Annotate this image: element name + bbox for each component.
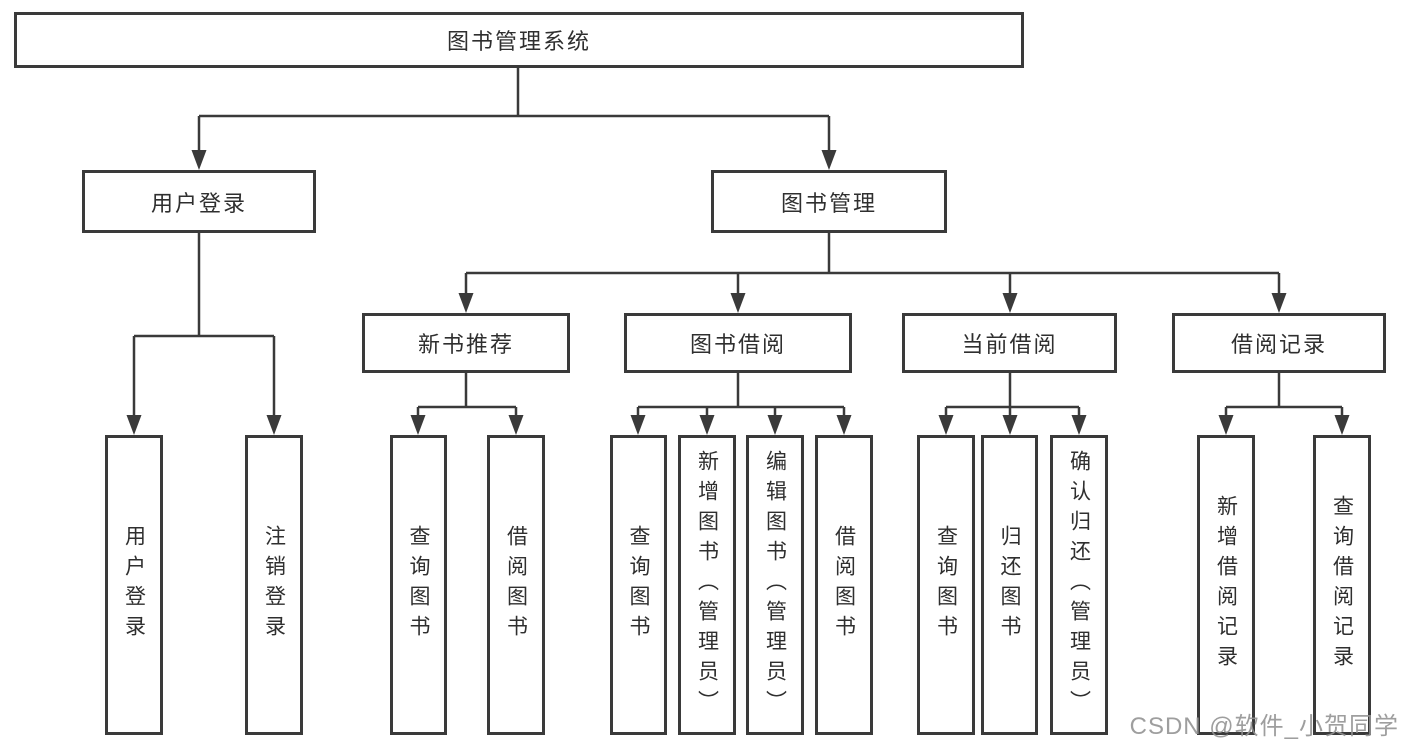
node-new-book-recommend: 新书推荐 — [362, 313, 570, 373]
node-book-borrow: 图书借阅 — [624, 313, 852, 373]
leaf-label: 借阅图书 — [832, 525, 856, 645]
connector-book-management-to-level3 — [458, 233, 1287, 313]
leaf-label: 编辑图书（管理员） — [763, 450, 787, 720]
leaf-label: 查询图书 — [934, 525, 958, 645]
connector-new-book-recommend-to-leaves — [410, 373, 524, 435]
leaf-edit-books-admin: 编辑图书（管理员） — [746, 435, 804, 735]
node-library-management-system: 图书管理系统 — [14, 12, 1024, 68]
connector-borrow-records-to-leaves — [1218, 373, 1350, 435]
node-user-login: 用户登录 — [82, 170, 316, 233]
leaf-borrow-books: 借阅图书 — [815, 435, 873, 735]
leaf-label: 归还图书 — [998, 525, 1021, 645]
node-borrow-records: 借阅记录 — [1172, 313, 1386, 373]
node-current-borrow: 当前借阅 — [902, 313, 1117, 373]
connector-book-borrow-to-leaves — [630, 373, 852, 435]
leaf-label: 查询借阅记录 — [1330, 495, 1354, 675]
leaf-return-books: 归还图书 — [981, 435, 1038, 735]
leaf-query-books-borrow: 查询图书 — [610, 435, 667, 735]
leaf-confirm-return-admin: 确认归还（管理员） — [1050, 435, 1108, 735]
node-book-management: 图书管理 — [711, 170, 947, 233]
leaf-borrow-books-recommend: 借阅图书 — [487, 435, 545, 735]
leaf-label: 借阅图书 — [504, 525, 528, 645]
csdn-watermark: CSDN @软件_小贺同学 — [1129, 713, 1399, 740]
leaf-label: 确认归还（管理员） — [1067, 450, 1091, 720]
leaf-label: 查询图书 — [407, 525, 430, 645]
leaf-query-books-current: 查询图书 — [917, 435, 975, 735]
leaf-label: 新增图书（管理员） — [695, 450, 719, 720]
leaf-label: 新增借阅记录 — [1214, 495, 1238, 675]
leaf-query-borrow-record: 查询借阅记录 — [1313, 435, 1371, 735]
connector-root-to-level2 — [191, 68, 837, 170]
connector-user-login-to-leaves — [126, 233, 282, 435]
leaf-add-borrow-record: 新增借阅记录 — [1197, 435, 1255, 735]
leaf-label: 用户登录 — [122, 525, 146, 645]
leaf-user-login: 用户登录 — [105, 435, 163, 735]
leaf-logout: 注销登录 — [245, 435, 303, 735]
leaf-label: 查询图书 — [627, 525, 650, 645]
connector-current-borrow-to-leaves — [938, 373, 1087, 435]
leaf-query-books-recommend: 查询图书 — [390, 435, 447, 735]
leaf-add-books-admin: 新增图书（管理员） — [678, 435, 736, 735]
leaf-label: 注销登录 — [262, 525, 286, 645]
